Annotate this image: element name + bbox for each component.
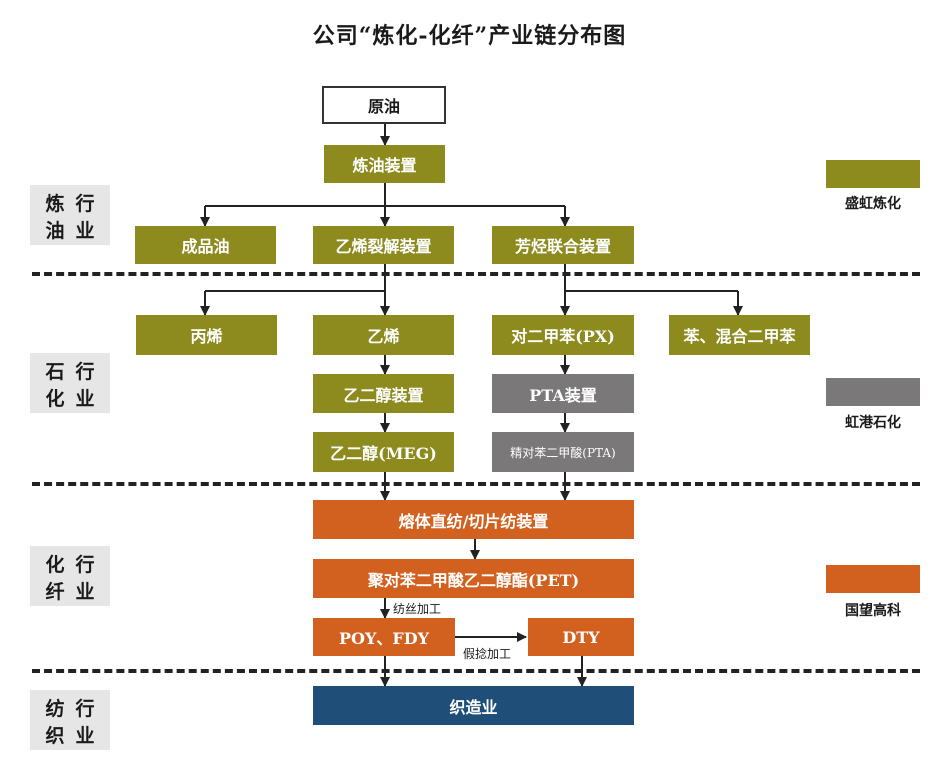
node-ethylene-cracker: 乙烯裂解装置: [313, 226, 454, 264]
sector-char: 化: [45, 554, 65, 576]
legend-label-guowang: 国望高科: [845, 603, 901, 619]
node-pta: 精对苯二甲酸(PTA): [492, 432, 634, 472]
sector-char: 行: [75, 698, 95, 720]
legend-label-shenghong-refining: 盛虹炼化: [845, 196, 901, 212]
node-poy-fdy: POY、FDY: [313, 618, 455, 656]
node-px: 对二甲苯(PX): [492, 315, 634, 355]
node-spinning-unit: 熔体直纺/切片纺装置: [313, 500, 634, 539]
sector-char: 业: [75, 725, 95, 747]
divider-refining-petrochem: [32, 272, 920, 276]
sector-char: 炼: [45, 193, 65, 215]
sector-textile: 纺 行 织 业: [30, 690, 110, 750]
node-aromatics-unit: 芳烃联合装置: [492, 226, 634, 264]
sector-refining: 炼 行 油 业: [30, 185, 110, 245]
sector-char: 行: [75, 554, 95, 576]
divider-fiber-textile: [32, 669, 920, 673]
label-spinning-process: 纺丝加工: [393, 602, 442, 616]
sector-char: 业: [75, 220, 95, 242]
sector-char: 石: [45, 361, 65, 383]
sector-char: 行: [75, 361, 95, 383]
node-refinery-unit: 炼油装置: [324, 145, 445, 183]
node-refined-oil: 成品油: [135, 226, 276, 264]
node-pet: 聚对苯二甲酸乙二醇酯(PET): [313, 559, 634, 598]
page-title: 公司“炼化-化纤”产业链分布图: [312, 23, 627, 49]
sector-fiber: 化 行 纤 业: [30, 546, 110, 606]
sector-char: 纺: [45, 698, 65, 720]
node-crude-oil: 原油: [322, 86, 446, 124]
node-weaving: 织造业: [313, 686, 634, 725]
divider-petrochem-fiber: [32, 482, 920, 486]
node-ethylene: 乙烯: [313, 315, 454, 355]
sector-petrochem: 石 行 化 业: [30, 353, 110, 413]
sector-char: 行: [75, 193, 95, 215]
legend-label-honggang-petrochem: 虹港石化: [845, 415, 901, 431]
sector-char: 织: [45, 725, 65, 747]
sector-char: 化: [45, 388, 65, 410]
sector-char: 业: [75, 581, 95, 603]
legend-swatch-shenghong-refining: [826, 160, 920, 188]
legend-swatch-honggang-petrochem: [826, 378, 920, 406]
node-benzene-xylene: 苯、混合二甲苯: [669, 315, 810, 355]
label-texturing-process: 假捻加工: [463, 647, 512, 661]
node-eg-unit: 乙二醇装置: [313, 374, 454, 413]
node-dty: DTY: [528, 618, 634, 656]
node-propylene: 丙烯: [136, 315, 277, 355]
node-pta-unit: PTA装置: [492, 374, 634, 413]
legend-swatch-guowang: [826, 565, 920, 593]
node-meg: 乙二醇(MEG): [313, 432, 454, 472]
sector-char: 业: [75, 388, 95, 410]
sector-char: 油: [45, 220, 65, 242]
sector-char: 纤: [45, 581, 65, 603]
